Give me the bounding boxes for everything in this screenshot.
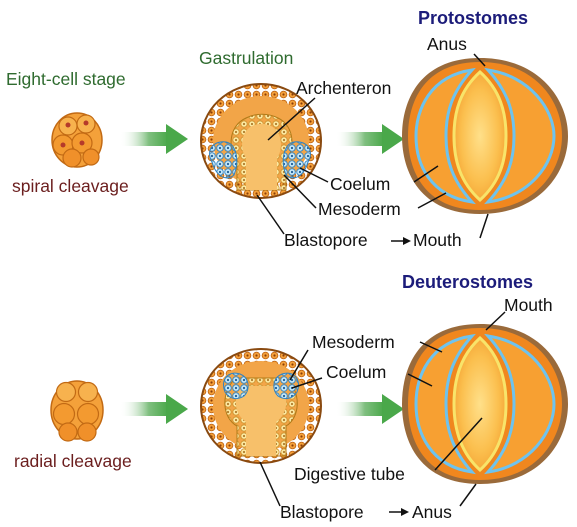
digestive-tube-label: Digestive tube	[294, 464, 405, 484]
arrow-to-gastrulation-top	[120, 124, 188, 154]
mouth-label-top: Mouth	[413, 230, 462, 250]
eight-cell-embryo-radial	[50, 380, 104, 442]
right-arrow-icon-bottom	[389, 508, 409, 516]
coelum-label-top: Coelum	[330, 174, 390, 194]
mesoderm-leader-top-right	[417, 192, 447, 209]
arrow-to-gastrulation-bottom	[120, 394, 188, 424]
blastopore-label-top: Blastopore	[284, 230, 368, 250]
blastopore-label-bottom: Blastopore	[280, 502, 364, 522]
blastopore-leader-bottom	[259, 461, 281, 507]
coelum-leader-bottom-right	[407, 373, 433, 387]
coelum-label-bottom: Coelum	[326, 362, 386, 382]
mesoderm-leader-bottom-right	[419, 341, 443, 353]
mesoderm-label-bottom: Mesoderm	[312, 332, 395, 352]
eight-cell-stage-label: Eight-cell stage	[6, 69, 126, 89]
arrow-to-deuterostome	[336, 394, 404, 424]
eight-cell-embryo-spiral	[51, 112, 103, 168]
right-arrow-icon	[391, 237, 411, 245]
anus-label-bottom: Anus	[412, 502, 452, 522]
mesoderm-leader-top-left	[283, 174, 317, 209]
spiral-cleavage-label: spiral cleavage	[12, 176, 129, 196]
anus-leader-bottom	[459, 483, 477, 507]
mouth-leader-top	[479, 213, 489, 239]
arrow-to-protostome	[336, 124, 404, 154]
archenteron-leader	[267, 97, 316, 141]
anus-label-top: Anus	[427, 34, 467, 54]
radial-cleavage-label: radial cleavage	[14, 451, 132, 471]
gastrula-bottom	[200, 348, 322, 464]
digestive-tube-leader	[434, 417, 483, 471]
protostomes-title: Protostomes	[418, 8, 528, 28]
coelum-leader-top-right	[413, 165, 439, 183]
coelum-leader-bottom-left	[291, 377, 323, 389]
protostome-body	[402, 58, 568, 214]
archenteron-label: Archenteron	[296, 78, 391, 98]
deuterostome-body	[402, 324, 568, 484]
gastrulation-label-top: Gastrulation	[199, 48, 293, 68]
mouth-leader-deut	[485, 311, 506, 331]
mesoderm-label-top: Mesoderm	[318, 199, 401, 219]
coelum-leader-top-left	[299, 167, 329, 183]
mouth-label-deut: Mouth	[504, 295, 553, 315]
mesoderm-leader-bottom-left	[289, 349, 309, 381]
blastopore-leader-top	[256, 194, 285, 235]
deuterostomes-title: Deuterostomes	[402, 272, 533, 292]
anus-leader-top	[473, 53, 486, 67]
gastrula-top	[200, 83, 322, 199]
